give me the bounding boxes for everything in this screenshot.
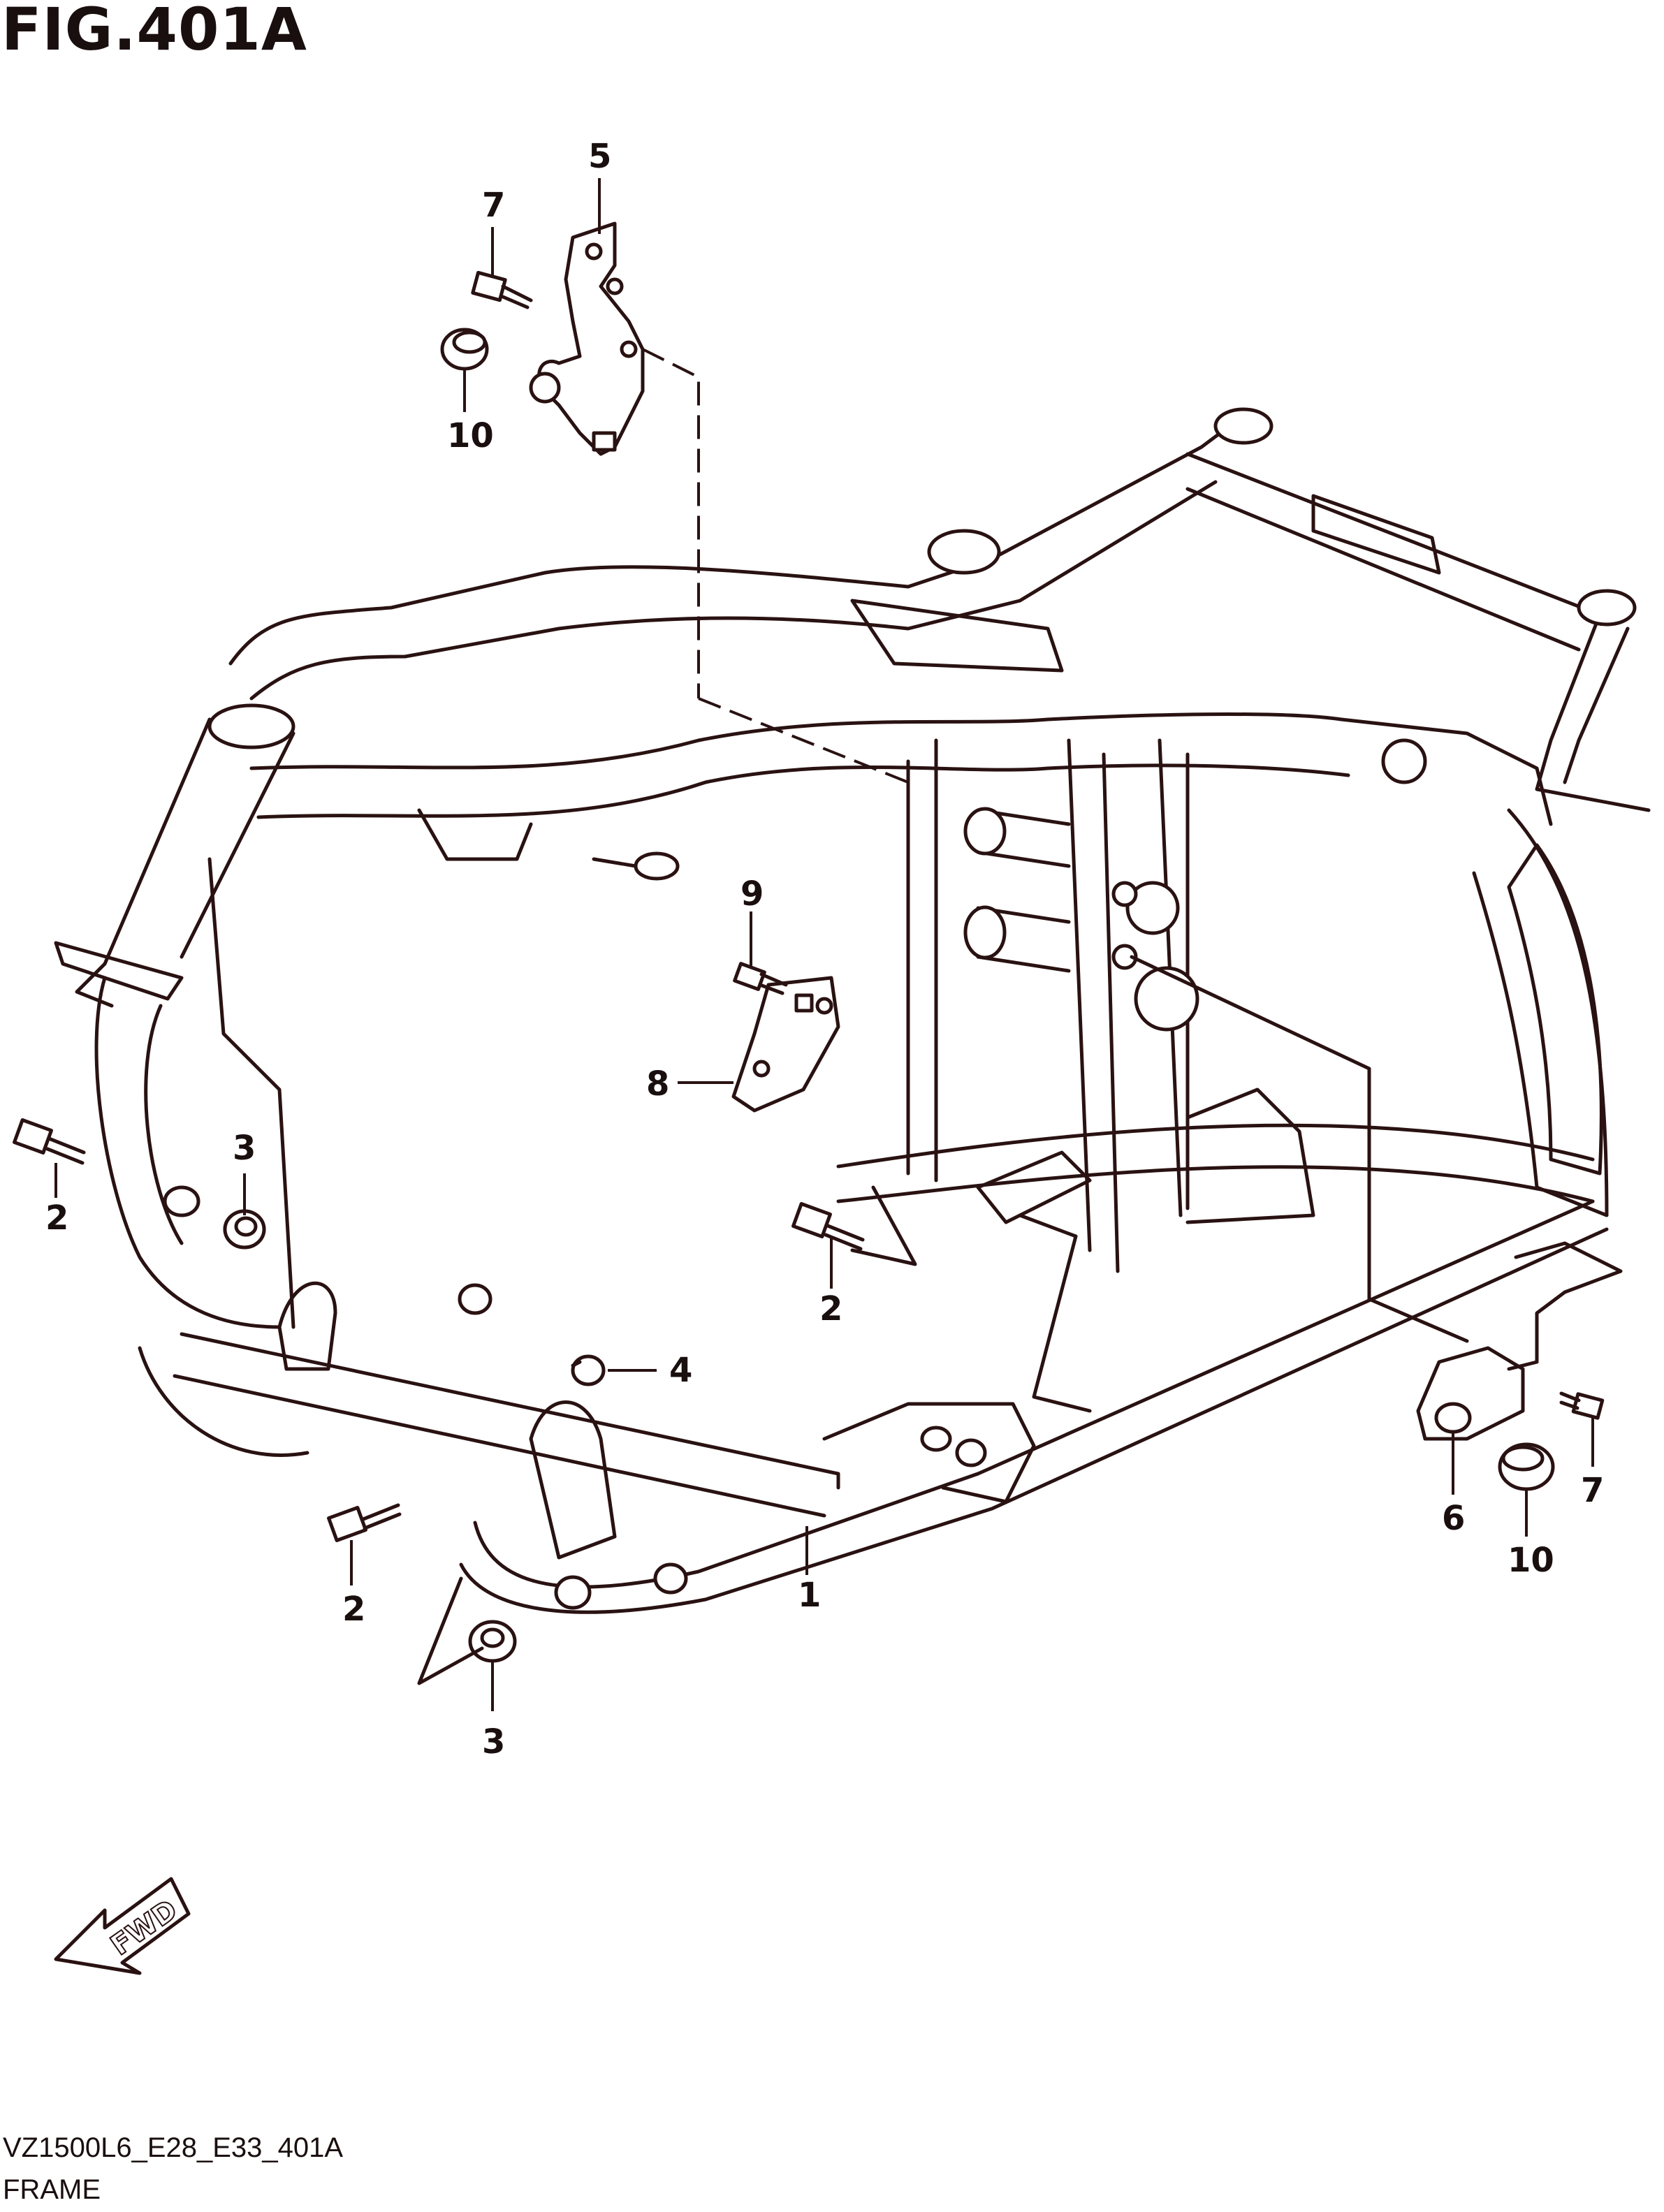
callout-3-lower: 3 [482,1722,505,1761]
part-2-bolt-lower [327,1503,402,1542]
leader-lines [54,178,1594,1711]
fwd-arrow-icon: FWD [54,1877,191,1975]
callout-7-top: 7 [482,186,505,225]
figure-caption: FRAME [3,2174,101,2205]
callout-10-top: 10 [447,416,494,455]
callout-2-left: 2 [45,1199,68,1238]
part-7-bolt-right [1559,1391,1605,1420]
callout-9: 9 [740,874,764,914]
callout-10-right: 10 [1508,1541,1554,1580]
part-6-clamp [1416,1241,1623,1441]
callout-4: 4 [669,1351,692,1390]
figure-code: VZ1500L6_E28_E33_401A [3,2132,344,2163]
callout-2-center: 2 [819,1289,842,1328]
callout-6: 6 [1442,1499,1465,1538]
part-2-bolt-center [791,1202,865,1251]
figure-title: FIG.401A [1,0,307,64]
part-7-bolt-top [471,270,533,309]
part-8-bracket [731,976,840,1113]
frame-assembly [54,407,1651,1614]
part-5-bracket [529,221,645,456]
callout-7-right: 7 [1581,1471,1604,1510]
part-2-bolt-left [13,1118,86,1165]
callout-1: 1 [798,1576,821,1615]
callout-3-left: 3 [233,1129,256,1168]
part-9-bolt [733,962,788,995]
part-3-nut-lower [468,1620,517,1663]
part-4-pin [571,1354,606,1386]
part-10-cap-right [1498,1442,1555,1491]
part-10-cap-top [440,328,489,371]
part-3-nut-left [223,1209,266,1250]
callout-5: 5 [588,137,611,176]
callout-8: 8 [646,1064,669,1104]
callout-2-lower: 2 [342,1590,365,1629]
